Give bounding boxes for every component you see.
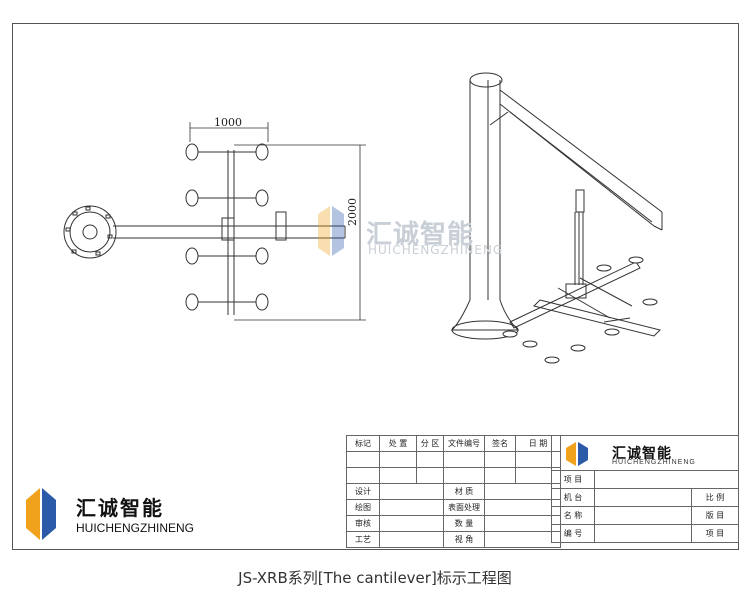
header-cell: 文件编号: [443, 435, 485, 452]
title-block-table: 标记 处 置 分 区 文件编号 签名 日 期 设计 材 质 绘图 表面处理 审核…: [346, 435, 561, 548]
title-block-logo-en: HUICHENGZHINENG: [612, 459, 696, 466]
watermark-logo-icon: [318, 206, 344, 256]
company-name-cn: 汇诚智能: [76, 496, 164, 520]
name-label: 名 称: [551, 506, 595, 525]
iso-view-suction-cups: [502, 256, 658, 364]
top-view-suction-cups: [185, 143, 269, 311]
width-dimension-label: 1000: [214, 116, 242, 129]
top-view-suction-frame: [196, 150, 262, 315]
top-view-base: [63, 205, 117, 259]
company-name-en: HUICHENGZHINENG: [76, 521, 195, 535]
header-cell: 处 置: [379, 435, 417, 452]
iso-view-column: [450, 72, 520, 340]
project-label: 项 目: [551, 470, 595, 489]
iso-view-suction-frame: [509, 261, 661, 337]
title-block-logo-cn: 汇诚智能: [612, 446, 672, 462]
header-cell: 签名: [484, 435, 516, 452]
watermark-brand-en: HUICHENGZHINENG: [368, 243, 504, 257]
dimension-lines: [189, 122, 366, 321]
company-logo-icon: [26, 488, 56, 540]
watermark-brand-cn: 汇诚智能: [366, 220, 475, 250]
surface-treatment-label: 表面处理: [443, 499, 485, 516]
header-cell: 分 区: [416, 435, 444, 452]
scale-label: 比 例: [691, 488, 739, 507]
iso-view-boom: [489, 89, 663, 231]
drawing-caption: JS-XRB系列[The cantilever]标示工程图: [238, 569, 512, 587]
design-label: 设计: [346, 483, 380, 500]
view-angle-label: 视 角: [443, 531, 485, 548]
number-label: 编 号: [551, 524, 595, 543]
title-block-right: 项 目 机 台 比 例 名 称 版 目 编 号 项 目: [551, 435, 739, 550]
machine-label: 机 台: [551, 488, 595, 507]
height-dimension-label: 2000: [346, 198, 359, 226]
material-label: 材 质: [443, 483, 485, 500]
header-cell: 标记: [346, 435, 380, 452]
title-block-header-row: 标记 处 置 分 区 文件编号 签名 日 期: [346, 435, 561, 452]
item-label: 项 目: [691, 524, 739, 543]
version-label: 版 目: [691, 506, 739, 525]
quantity-label: 数 量: [443, 515, 485, 532]
top-view-arm: [113, 211, 346, 241]
iso-view-cylinder: [574, 189, 585, 285]
drawing-label: 绘图: [346, 499, 380, 516]
review-label: 审核: [346, 515, 380, 532]
process-label: 工艺: [346, 531, 380, 548]
drawing-frame: [12, 23, 739, 550]
